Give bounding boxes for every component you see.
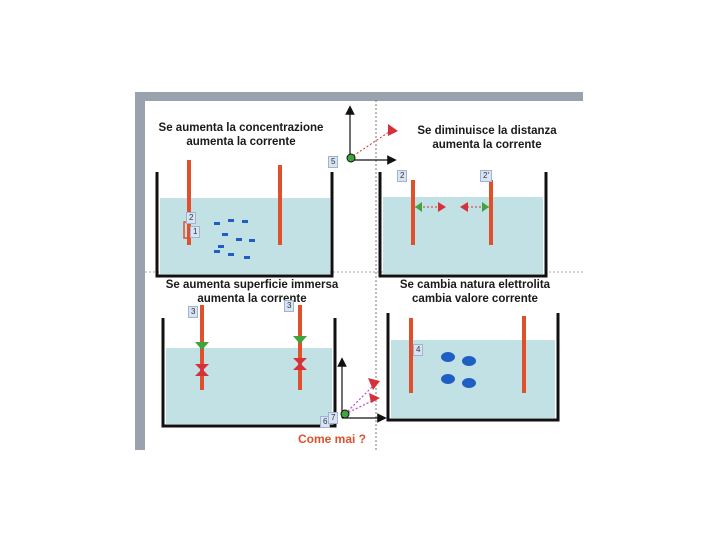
level-marker-green xyxy=(195,342,209,350)
level-marker-red xyxy=(293,358,307,365)
caption-distance: Se diminuisce la distanza aumenta la cor… xyxy=(412,124,562,152)
electrode-left xyxy=(409,318,413,393)
caption-electrolyte: Se cambia natura elettrolita cambia valo… xyxy=(395,278,555,306)
caption-line: aumenta la corrente xyxy=(432,139,542,151)
arrowhead-green xyxy=(415,202,422,212)
electrode-right xyxy=(298,305,302,390)
tag-label: 4 xyxy=(413,344,424,356)
caption-line: cambia valore corrente xyxy=(412,293,538,305)
level-marker-red xyxy=(195,364,209,371)
caption-line: aumenta la corrente xyxy=(186,136,296,148)
slide-frame-left xyxy=(135,92,145,450)
caption-line: Se diminuisce la distanza xyxy=(417,125,557,137)
tag-label: 3 xyxy=(284,300,295,312)
caption-concentration: Se aumenta la concentrazione aumenta la … xyxy=(158,121,324,149)
tag-label: 2 xyxy=(397,170,408,182)
electrolyte xyxy=(166,348,332,424)
vector-arrowhead-red xyxy=(369,393,380,403)
origin-dot xyxy=(346,153,356,163)
level-marker-red xyxy=(293,363,307,370)
level-marker-green xyxy=(293,336,307,344)
caption-line: Se cambia natura elettrolita xyxy=(399,279,551,291)
beaker-distance xyxy=(378,172,548,278)
electrode-left xyxy=(187,160,191,245)
axes-top xyxy=(345,105,398,165)
arrowhead-red xyxy=(460,202,468,212)
tag-label: 7 xyxy=(328,412,339,424)
beaker-electrolyte xyxy=(386,313,560,422)
origin-dot xyxy=(340,409,350,419)
question-text: Come mai ? xyxy=(298,432,367,446)
electrolyte xyxy=(160,198,330,274)
tag-label: 1 xyxy=(190,226,201,238)
caption-line: Se aumenta superficie immersa xyxy=(165,279,339,291)
electrode-left xyxy=(411,180,415,245)
beaker-surface xyxy=(161,305,337,428)
electrode-right xyxy=(489,180,493,245)
axes-bottom xyxy=(337,357,387,423)
tag-label: 5 xyxy=(328,156,339,168)
tag-label: 3 xyxy=(188,306,199,318)
caption-surface: Se aumenta superficie immersa aumenta la… xyxy=(162,278,342,306)
ion-blobs xyxy=(441,352,476,388)
beaker-concentration xyxy=(155,160,334,278)
arrowhead-green xyxy=(482,202,489,212)
vector-arrowhead-red xyxy=(388,124,398,136)
arrowhead-red xyxy=(438,202,446,212)
level-marker-red xyxy=(195,369,209,376)
caption-line: aumenta la corrente xyxy=(197,293,307,305)
caption-line: Se aumenta la concentrazione xyxy=(158,122,324,134)
vector-arrowhead-red xyxy=(368,378,380,390)
tag-label: 2' xyxy=(480,170,492,182)
tag-label: 2 xyxy=(186,212,197,224)
electrolyte xyxy=(383,197,543,274)
slide-frame-top xyxy=(135,92,583,101)
electrode-right xyxy=(522,316,526,393)
electrode-right xyxy=(278,165,282,245)
ion-dashes xyxy=(214,219,255,259)
